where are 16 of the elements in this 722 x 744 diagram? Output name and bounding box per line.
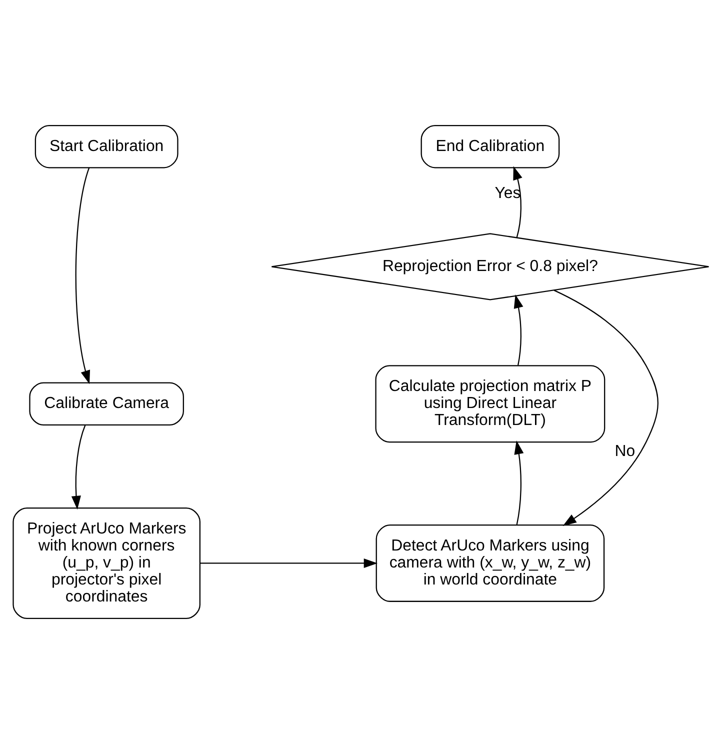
arrow xyxy=(75,168,90,384)
arrow xyxy=(513,166,522,238)
node-box: Start Calibration xyxy=(34,124,178,168)
edge-label: No xyxy=(614,443,636,460)
arrow xyxy=(554,290,658,526)
node-box: Detect ArUco Markers using camera with (x_w, y_w, z_w) in world coordinate xyxy=(376,524,605,602)
arrow xyxy=(514,440,524,525)
node-box: Project ArUco Markers with known corners (u_p, v_p) in projector's pixel coordinates xyxy=(12,507,200,620)
arrow xyxy=(514,294,524,366)
arrow xyxy=(200,558,378,568)
node-diamond: Reprojection Error < 0.8 pixel? xyxy=(271,233,710,300)
edge-label: Yes xyxy=(494,184,521,202)
node-box: Calculate projection matrix P using Direct Linear Transform(DLT) xyxy=(375,365,606,443)
arrow xyxy=(71,425,86,510)
node-box: End Calibration xyxy=(420,124,560,168)
node-box: Calibrate Camera xyxy=(29,382,184,426)
